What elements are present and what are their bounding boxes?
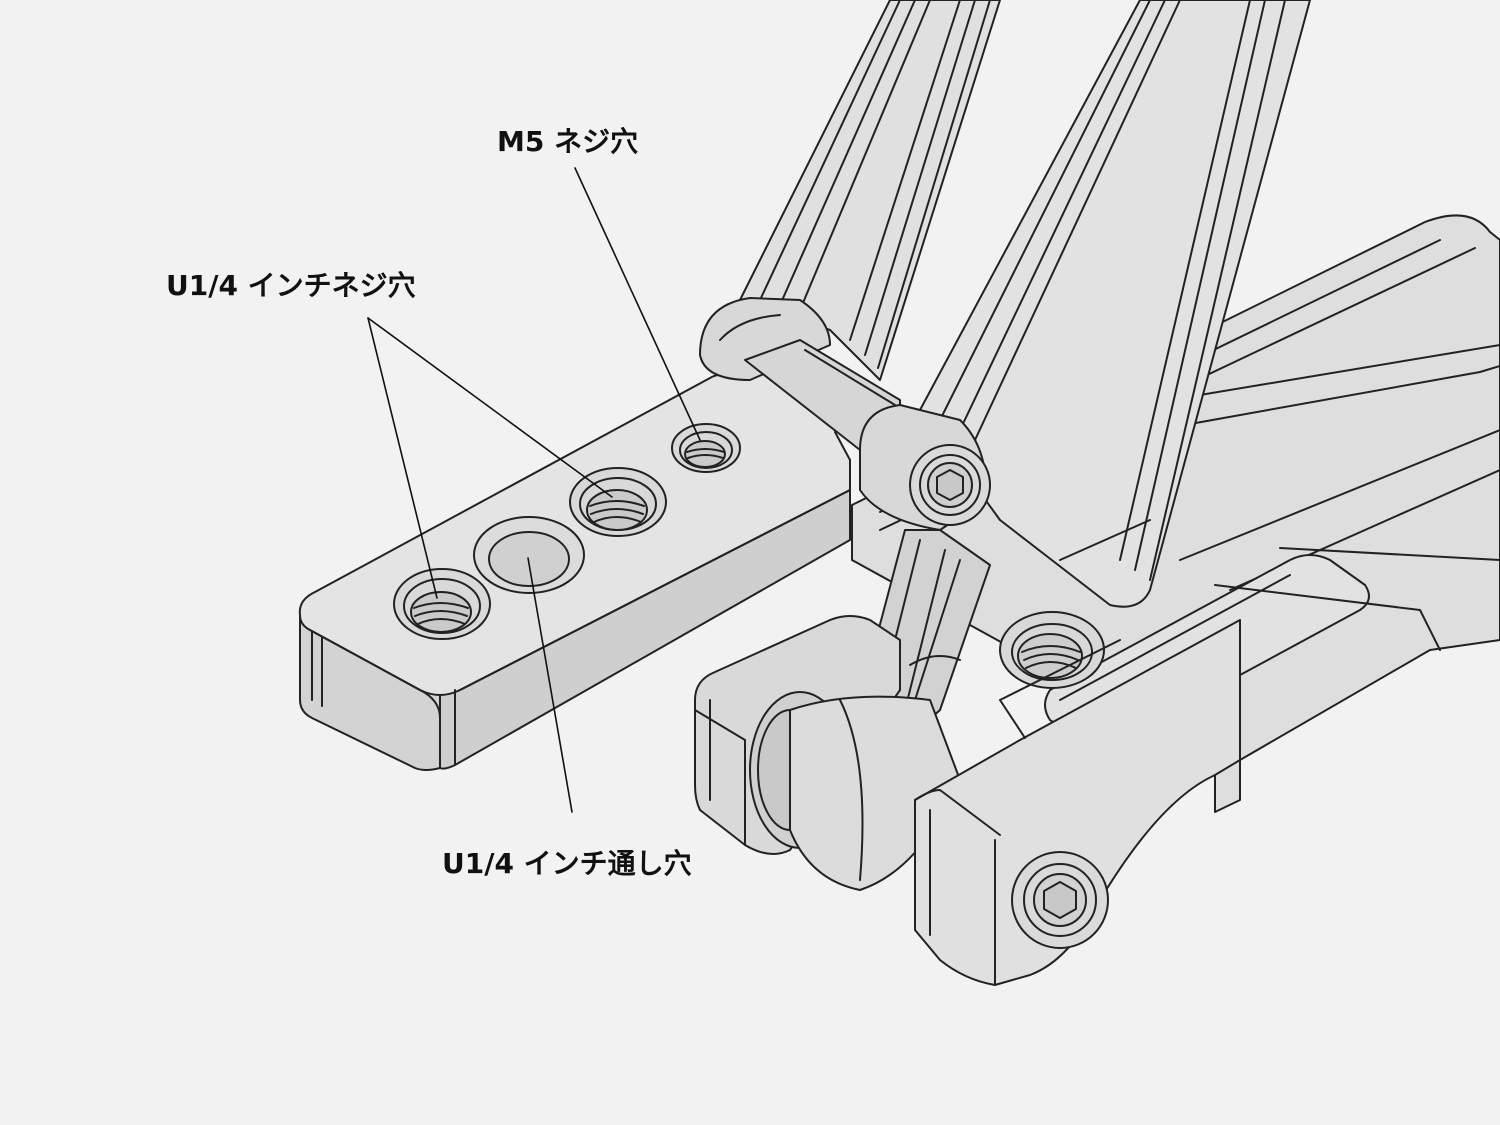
left-arm: [699, 0, 1001, 381]
front-clamp-arm: [914, 619, 1241, 986]
right-plate-thread-hole: [999, 611, 1105, 689]
leader-u14-thread-rear: [367, 317, 613, 498]
m5-thread-hole: [671, 423, 741, 473]
u14-through-hole: [473, 516, 585, 594]
u14-thread-hole-rear: [569, 467, 667, 537]
label-u14-thread-hole: U1/4 インチネジ穴: [166, 269, 416, 302]
label-u14-through-hole: U1/4 インチ通し穴: [442, 847, 692, 880]
leader-lines: [367, 167, 701, 813]
leader-u14-thread-front: [367, 317, 438, 599]
leader-u14-through: [527, 557, 573, 813]
left-bar-holes: [393, 423, 741, 640]
center-arm: [919, 0, 1311, 608]
u14-thread-hole-front: [393, 568, 491, 640]
label-m5-thread-hole: M5 ネジ穴: [497, 125, 639, 158]
center-pivot: [859, 404, 991, 531]
leader-m5: [574, 167, 701, 441]
